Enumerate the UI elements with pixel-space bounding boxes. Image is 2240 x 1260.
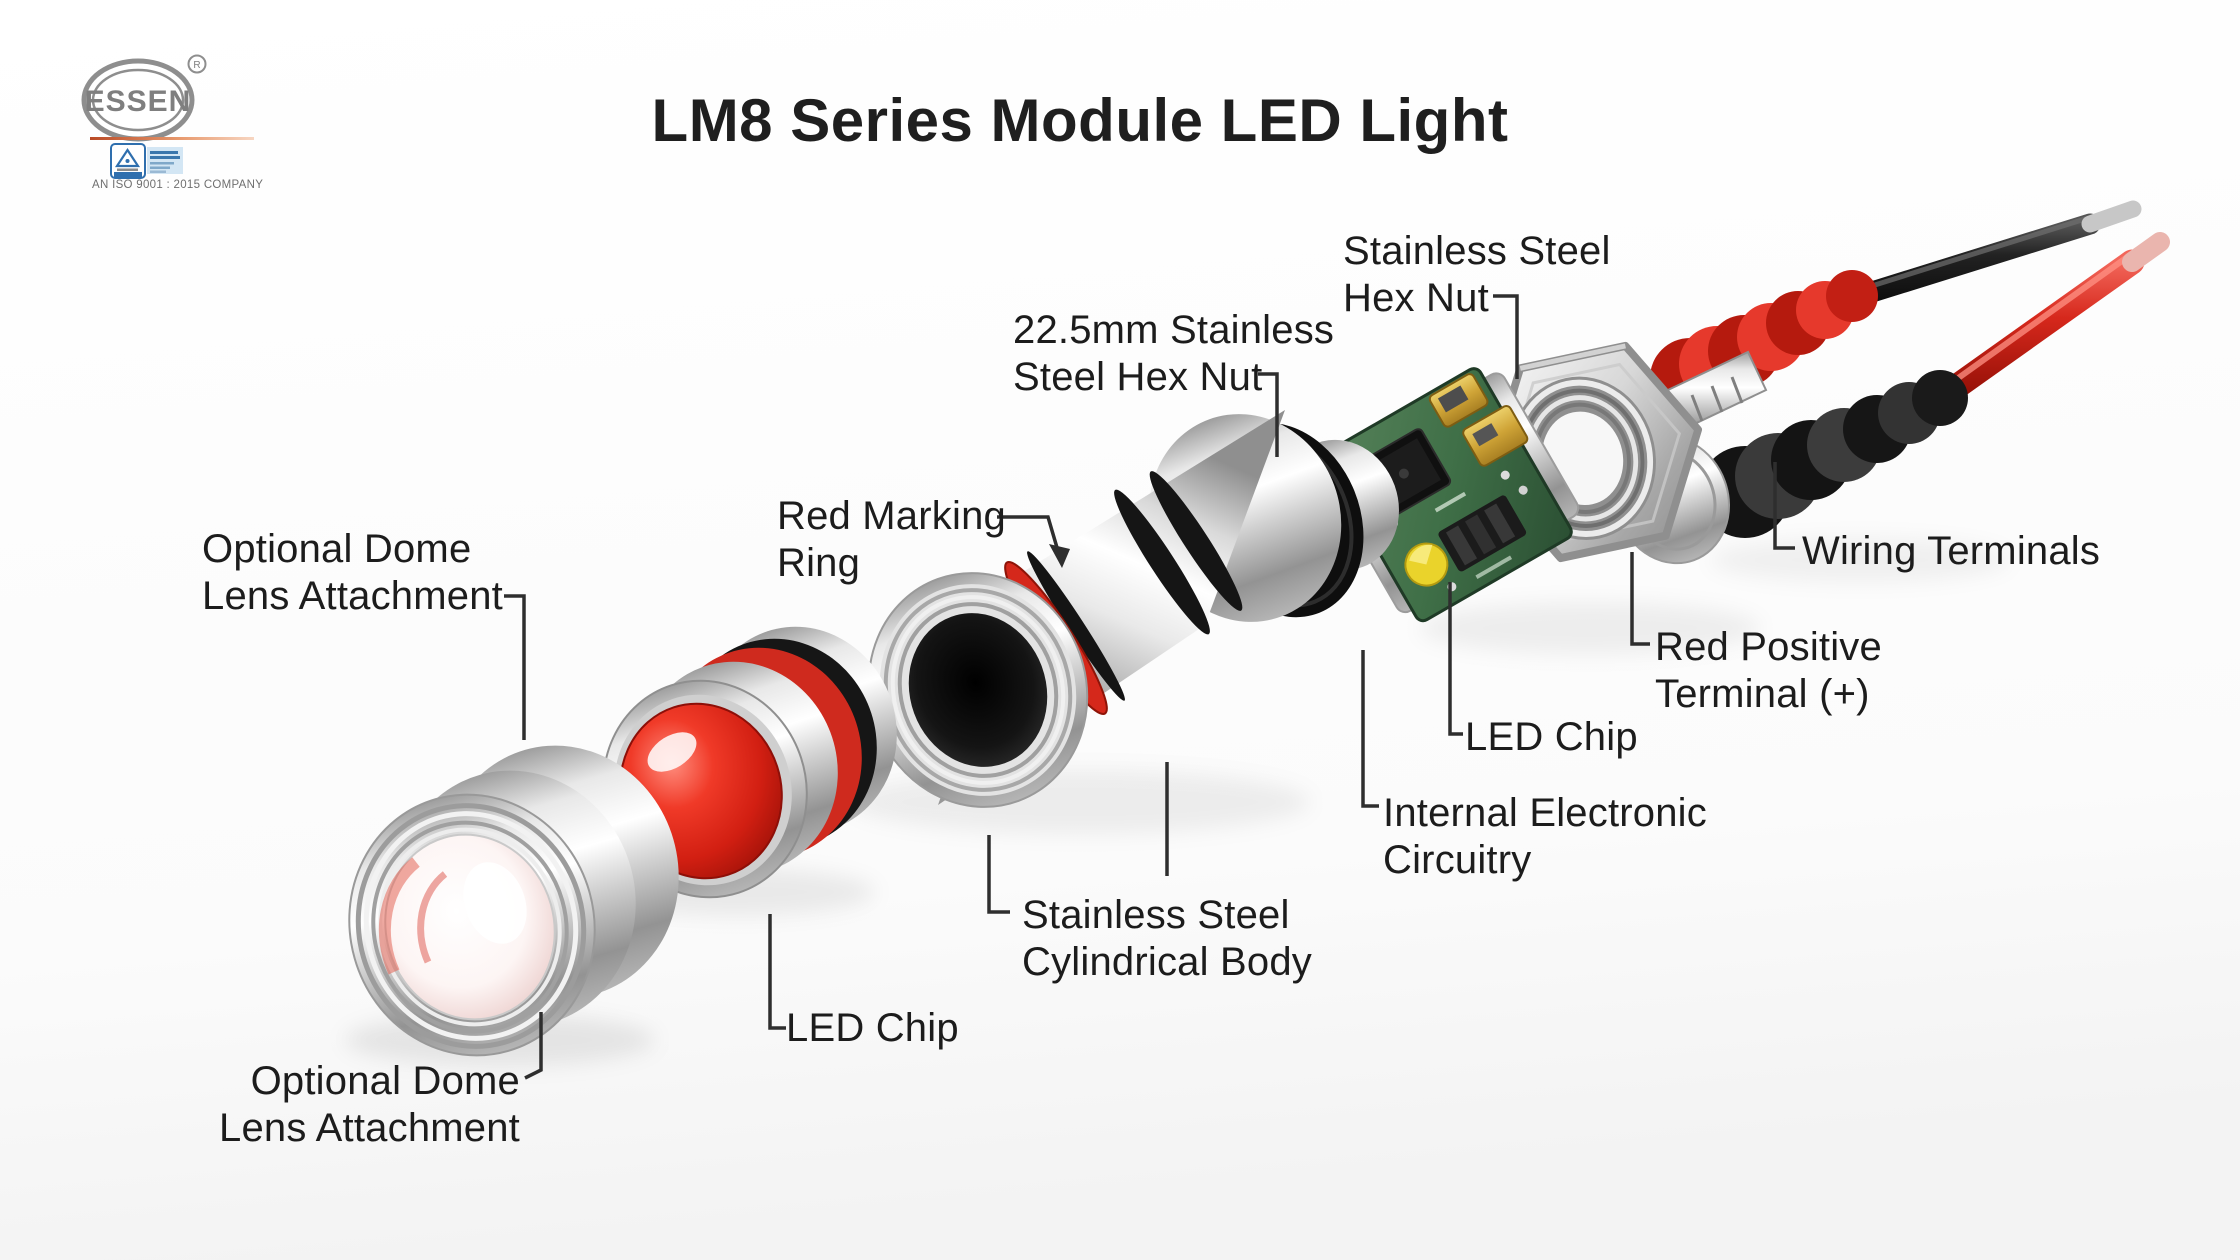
dome-lens-illustration [348,745,679,1057]
leader-optional-dome-top [504,594,526,740]
page-title: LM8 Series Module LED Light [651,87,1509,154]
cylindrical-body-illustration [867,410,1342,808]
label-line: Cylindrical Body [1022,940,1312,984]
hex-nut-illustration [1483,341,1703,563]
red-wire-tip [2122,232,2170,272]
label-line: Optional Dome [250,1059,520,1103]
label-led-chip-pcb: LED Chip [1465,714,1638,761]
label-line: Wiring Terminals [1802,529,2101,573]
iso-tagline: AN ISO 9001 : 2015 COMPANY [92,179,263,191]
label-stainless-steel-hex-nut: Stainless Steel Hex Nut [1343,228,1611,322]
leader-wiring-terminals [1773,462,1795,550]
label-line: Stainless Steel [1022,893,1290,937]
leader-led-chip-pcb [1448,582,1463,736]
label-wiring-terminals: Wiring Terminals [1802,528,2100,575]
logo-brand-text: ESSEN [85,85,192,118]
label-optional-dome-lens-bottom: Optional Dome Lens Attachment [180,1058,520,1152]
leader-led-chip-front [768,914,786,1030]
label-optional-dome-lens-top: Optional Dome Lens Attachment [202,526,503,620]
leader-stainless-hex-nut [1493,294,1519,379]
label-line: Red Positive [1655,625,1882,669]
label-line: Steel Hex Nut [1013,355,1263,399]
black-wire [1829,213,2101,313]
leader-internal-circuitry [1361,650,1379,808]
leader-22-5mm-hex-nut [1258,372,1279,457]
label-line: Lens Attachment [202,574,503,618]
registered-mark-text: R [193,60,200,71]
lens-specular [463,862,527,944]
label-line: Stainless Steel [1343,229,1611,273]
label-led-chip-front: LED Chip [786,1005,959,1052]
led-specular [647,732,697,772]
label-red-marking-ring: Red Marking Ring [777,493,1006,587]
label-line: Circuitry [1383,838,1532,882]
red-wire-highlight [1933,255,2129,397]
black-wire-tip [2081,200,2142,233]
black-wire-highlight [1840,216,2088,298]
label-red-positive-terminal: Red Positive Terminal (+) [1655,624,1882,718]
leader-arrowhead [1049,544,1070,568]
tuv-badge-icon [110,143,183,179]
label-line: Optional Dome [202,527,472,571]
label-line: LED Chip [786,1006,959,1050]
leader-red-positive [1630,552,1650,646]
red-wire [1922,249,2145,415]
body-bore [908,613,1048,767]
leader-red-marking-ring [997,515,1060,552]
label-line: Ring [777,541,861,585]
logo-oval-inner [91,68,185,132]
registered-mark-icon [187,54,207,74]
label-line: Internal Electronic [1383,791,1707,835]
internal-circuitry-illustration [1322,367,1580,623]
label-line: Hex Nut [1343,276,1489,320]
leader-lines [504,294,1795,1080]
marking-ring-black-stripe [1027,551,1125,701]
leader-cylindrical-body [987,835,1010,914]
label-22-5mm-hex-nut: 22.5mm Stainless Steel Hex Nut [1013,307,1334,401]
body-black-ring [1149,471,1243,611]
logo-divider [90,137,254,140]
body-black-ring [1114,489,1210,635]
brand-logo: ESSEN R AN ISO 9001 : 2015 COMPANY [81,54,263,191]
label-line: Red Marking [777,494,1006,538]
label-internal-electronic-circuitry: Internal Electronic Circuitry [1383,790,1707,884]
label-line: Terminal (+) [1655,672,1870,716]
label-line: Lens Attachment [219,1106,520,1150]
lens-red-reflection [378,857,420,975]
label-stainless-steel-cylindrical-body: Stainless Steel Cylindrical Body [1022,892,1312,986]
label-line: LED Chip [1465,715,1638,759]
leader-optional-dome-bottom [524,1012,543,1080]
label-line: 22.5mm Stainless [1013,308,1335,352]
